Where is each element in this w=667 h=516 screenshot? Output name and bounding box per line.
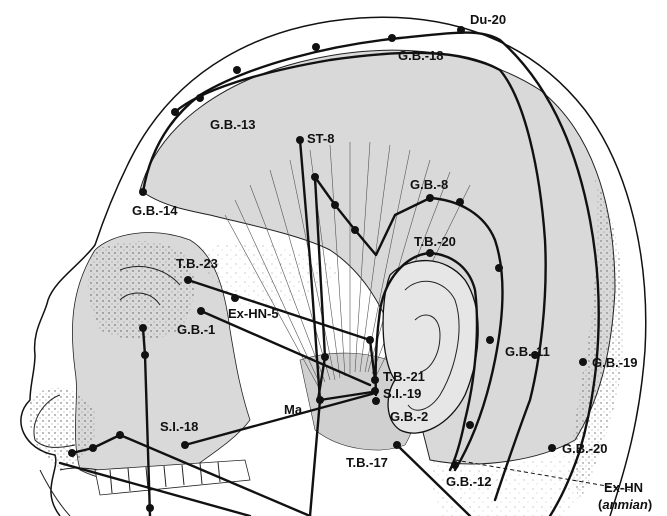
point-gb-temp-a (495, 264, 503, 272)
label-st8: ST-8 (307, 131, 334, 146)
label-gb13: G.B.-13 (210, 117, 256, 132)
point-bottom (146, 504, 154, 512)
point-du20 (457, 26, 465, 34)
label-gb18: G.B.-18 (398, 48, 444, 63)
point-ma (316, 396, 324, 404)
point-gb8 (426, 194, 434, 202)
point-gb18c (233, 66, 241, 74)
label-tb17: T.B.-17 (346, 455, 388, 470)
point-gb1 (197, 307, 205, 315)
label-gb1: G.B.-1 (177, 322, 215, 337)
point-gb19 (579, 358, 587, 366)
point-tb20 (426, 249, 434, 257)
label-ma: Ma (284, 402, 303, 417)
label-tb23: T.B.-23 (176, 256, 218, 271)
point-lip-a (89, 444, 97, 452)
point-tb21 (371, 376, 379, 384)
point-si18 (181, 441, 189, 449)
point-gb13 (171, 108, 179, 116)
point-si19 (371, 387, 379, 395)
label-tb20: T.B.-20 (414, 234, 456, 249)
point-st8-b (311, 173, 319, 181)
point-st8 (296, 136, 304, 144)
label-tb21: T.B.-21 (383, 369, 425, 384)
point-gb14 (139, 188, 147, 196)
label-si19: S.I.-19 (383, 386, 421, 401)
point-si-v1 (139, 324, 147, 332)
label-gb19: G.B.-19 (592, 355, 638, 370)
point-gb18a (388, 34, 396, 42)
point-tb23 (184, 276, 192, 284)
point-gb8b (456, 198, 464, 206)
label-gb20: G.B.-20 (562, 441, 608, 456)
point-gb11 (466, 421, 474, 429)
point-gb-temp-b (486, 336, 494, 344)
point-gb18b (312, 43, 320, 51)
point-st8-d (351, 226, 359, 234)
label-gb12: G.B.-12 (446, 474, 492, 489)
point-lip-b (116, 431, 124, 439)
label-anmian: (anmian) (598, 497, 652, 512)
label-gb2: G.B.-2 (390, 409, 428, 424)
point-ma-b (321, 353, 329, 361)
point-si-v2 (141, 351, 149, 359)
label-gb14: G.B.-14 (132, 203, 178, 218)
point-tb17 (393, 441, 401, 449)
point-st8-c (331, 201, 339, 209)
point-gb2 (372, 397, 380, 405)
label-gb8: G.B.-8 (410, 177, 448, 192)
point-lip-c (68, 449, 76, 457)
point-gb13b (196, 94, 204, 102)
point-gb20 (548, 444, 556, 452)
point-exhn5 (231, 294, 239, 302)
label-du20: Du-20 (470, 12, 506, 27)
label-exhn5: Ex-HN-5 (228, 306, 279, 321)
label-si18: S.I.-18 (160, 419, 198, 434)
label-gb11: G.B.-11 (505, 344, 550, 359)
point-gb12 (451, 461, 459, 469)
point-ear-a (366, 336, 374, 344)
label-exhn: Ex-HN (604, 480, 643, 495)
